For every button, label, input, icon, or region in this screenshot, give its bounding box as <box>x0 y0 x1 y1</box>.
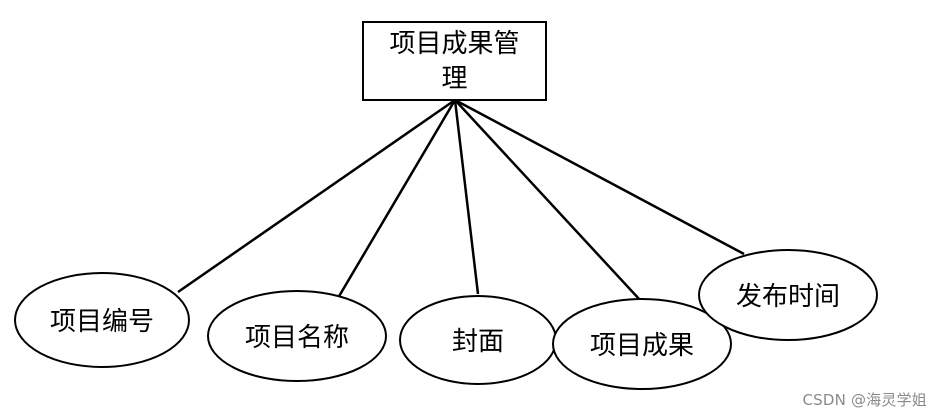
attribute-ellipse-0 <box>14 272 190 368</box>
connector-line-attr-4 <box>454 98 745 256</box>
attribute-label-0: 项目编号 <box>50 307 154 337</box>
attribute-ellipse-3 <box>552 298 732 390</box>
entity-rect <box>362 21 547 101</box>
attribute-node-1: 项目名称 <box>207 290 387 382</box>
connector-lines <box>177 98 745 301</box>
connector-line-attr-2 <box>453 99 480 295</box>
attribute-node-0: 项目编号 <box>14 272 190 368</box>
attribute-label-2: 封面 <box>452 327 504 357</box>
watermark-text: CSDN @海灵学姐 <box>802 391 927 409</box>
attribute-label-1: 项目名称 <box>245 323 349 353</box>
connector-line-attr-3 <box>454 99 641 301</box>
connector-line-attr-1 <box>336 99 457 299</box>
attribute-ellipse-1 <box>207 290 387 382</box>
entity-box: 项目成果管 理 <box>362 21 547 101</box>
attribute-ellipses: 项目编号 项目名称 封面 项目成果 发布时间 <box>14 249 878 390</box>
attribute-ellipse-4 <box>698 249 878 341</box>
attribute-label-3: 项目成果 <box>590 331 694 361</box>
connector-line-attr-0 <box>177 98 456 294</box>
entity-label-line1: 项目成果管 <box>389 29 519 59</box>
attribute-node-3: 项目成果 <box>552 298 732 390</box>
entity-label-line2: 理 <box>441 64 467 94</box>
attribute-label-4: 发布时间 <box>736 282 840 312</box>
attribute-node-2: 封面 <box>399 295 557 385</box>
attribute-node-4: 发布时间 <box>698 249 878 341</box>
